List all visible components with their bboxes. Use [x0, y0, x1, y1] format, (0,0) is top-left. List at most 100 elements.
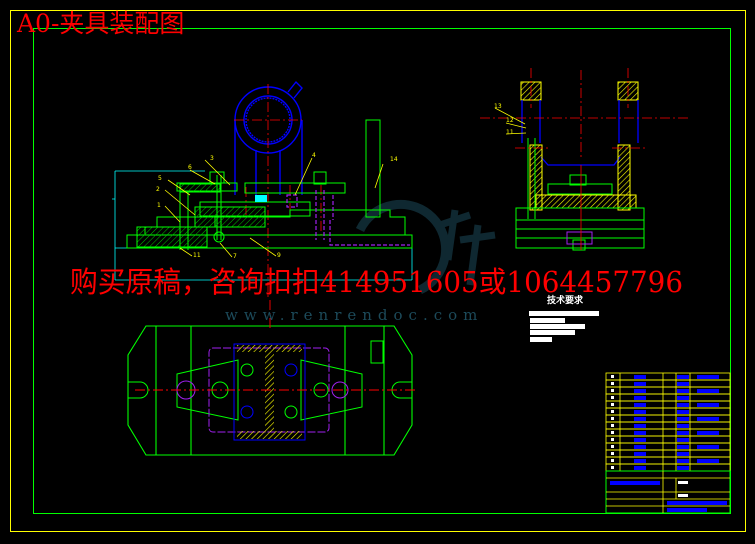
row-number-mark: [611, 431, 614, 434]
balloon-6: 6: [188, 164, 192, 171]
row-number-mark: [611, 438, 614, 441]
balloon-11-side: 11: [506, 129, 514, 136]
part-name-mark: [634, 382, 646, 386]
centerlines-front: [234, 84, 322, 300]
part-name-mark: [634, 452, 646, 456]
drawing-name-mark: [610, 481, 660, 485]
parts-list-row: [605, 407, 731, 416]
part-name-mark: [634, 375, 646, 379]
tech-requirements-heading: 技术要求: [547, 294, 584, 306]
parts-list-row: [605, 463, 731, 472]
material-mark: [677, 375, 689, 379]
note-mark: [697, 445, 719, 449]
note-mark: [697, 403, 719, 407]
watermark-logo: [355, 199, 496, 295]
balloon-5: 5: [158, 175, 162, 182]
balloon-14: 14: [390, 156, 398, 163]
balloon-3: 3: [210, 155, 214, 162]
watermark-url: www.renrendoc.com: [225, 306, 483, 324]
row-number-mark: [611, 445, 614, 448]
parts-list-row: [605, 449, 731, 458]
part-name-mark: [634, 466, 646, 470]
part-name-mark: [634, 396, 646, 400]
centerlines-side: [480, 68, 688, 160]
balloon-7: 7: [233, 253, 237, 260]
leader-lines-side: [494, 107, 527, 135]
locating-pin: [255, 195, 267, 202]
row-number-mark: [611, 452, 614, 455]
row-number-mark: [611, 375, 614, 378]
scale-mark: [678, 481, 688, 484]
material-mark: [677, 431, 689, 435]
row-number-mark: [611, 466, 614, 469]
leader-lines: [164, 157, 384, 258]
hatched-section: [194, 206, 266, 228]
row-number-mark: [611, 424, 614, 427]
workpiece-side: [521, 100, 639, 166]
row-number-mark: [611, 396, 614, 399]
hidden-lines-front: [286, 190, 410, 246]
note-mark: [697, 459, 719, 463]
parts-list-row: [605, 421, 731, 430]
part-name-mark: [634, 424, 646, 428]
part-name-mark: [634, 459, 646, 463]
front-view: 6 3 5 2 1 4 14 11 7 9: [112, 80, 413, 300]
note-mark: [697, 389, 719, 393]
hatched-section: [136, 226, 208, 248]
watermark-contact-text: 购买原稿，咨询扣扣414951605或1064457796: [70, 265, 683, 299]
company-mark: [667, 501, 727, 505]
drawing-title: A0-夹具装配图: [16, 9, 184, 38]
row-number-mark: [611, 382, 614, 385]
note-mark: [697, 375, 719, 379]
workpiece-front: [234, 80, 303, 195]
parts-list-row: [605, 379, 731, 388]
row-number-mark: [611, 389, 614, 392]
row-number-mark: [611, 410, 614, 413]
row-number-mark: [611, 459, 614, 462]
balloon-11: 11: [193, 252, 201, 259]
parts-list-row: [605, 393, 731, 402]
inner-frame: [33, 28, 731, 514]
balloon-2: 2: [156, 186, 160, 193]
balloon-12: 12: [506, 117, 514, 124]
balloon-13: 13: [494, 103, 502, 110]
workpiece-plan: [233, 343, 306, 441]
balloon-4: 4: [312, 152, 316, 159]
hatched-section: [179, 183, 221, 193]
material-mark: [677, 459, 689, 463]
tech-requirements-lines: [529, 311, 599, 342]
material-mark: [677, 410, 689, 414]
outer-frame: [10, 10, 746, 532]
material-mark: [677, 403, 689, 407]
centerlines-plan: [135, 300, 418, 391]
note-mark: [697, 431, 719, 435]
plan-view: [127, 300, 418, 456]
title-block: [605, 372, 731, 514]
material-mark: [677, 417, 689, 421]
title-block-grid: [606, 471, 730, 513]
department-mark: [667, 508, 707, 512]
parts-list-columns: [619, 373, 691, 471]
sheet-mark: [678, 494, 688, 497]
row-number-mark: [611, 403, 614, 406]
balloon-1: 1: [157, 202, 161, 209]
parts-list-row: [605, 435, 731, 444]
material-mark: [677, 382, 689, 386]
part-name-mark: [634, 410, 646, 414]
material-mark: [677, 466, 689, 470]
part-name-mark: [634, 445, 646, 449]
part-name-mark: [634, 403, 646, 407]
note-mark: [697, 417, 719, 421]
balloon-9: 9: [277, 252, 281, 259]
material-mark: [677, 445, 689, 449]
part-name-mark: [634, 417, 646, 421]
material-mark: [677, 438, 689, 442]
material-mark: [677, 396, 689, 400]
part-name-mark: [634, 431, 646, 435]
material-mark: [677, 452, 689, 456]
row-number-mark: [611, 417, 614, 420]
part-name-mark: [634, 389, 646, 393]
side-view: 13 12 11: [480, 68, 688, 251]
material-mark: [677, 389, 689, 393]
